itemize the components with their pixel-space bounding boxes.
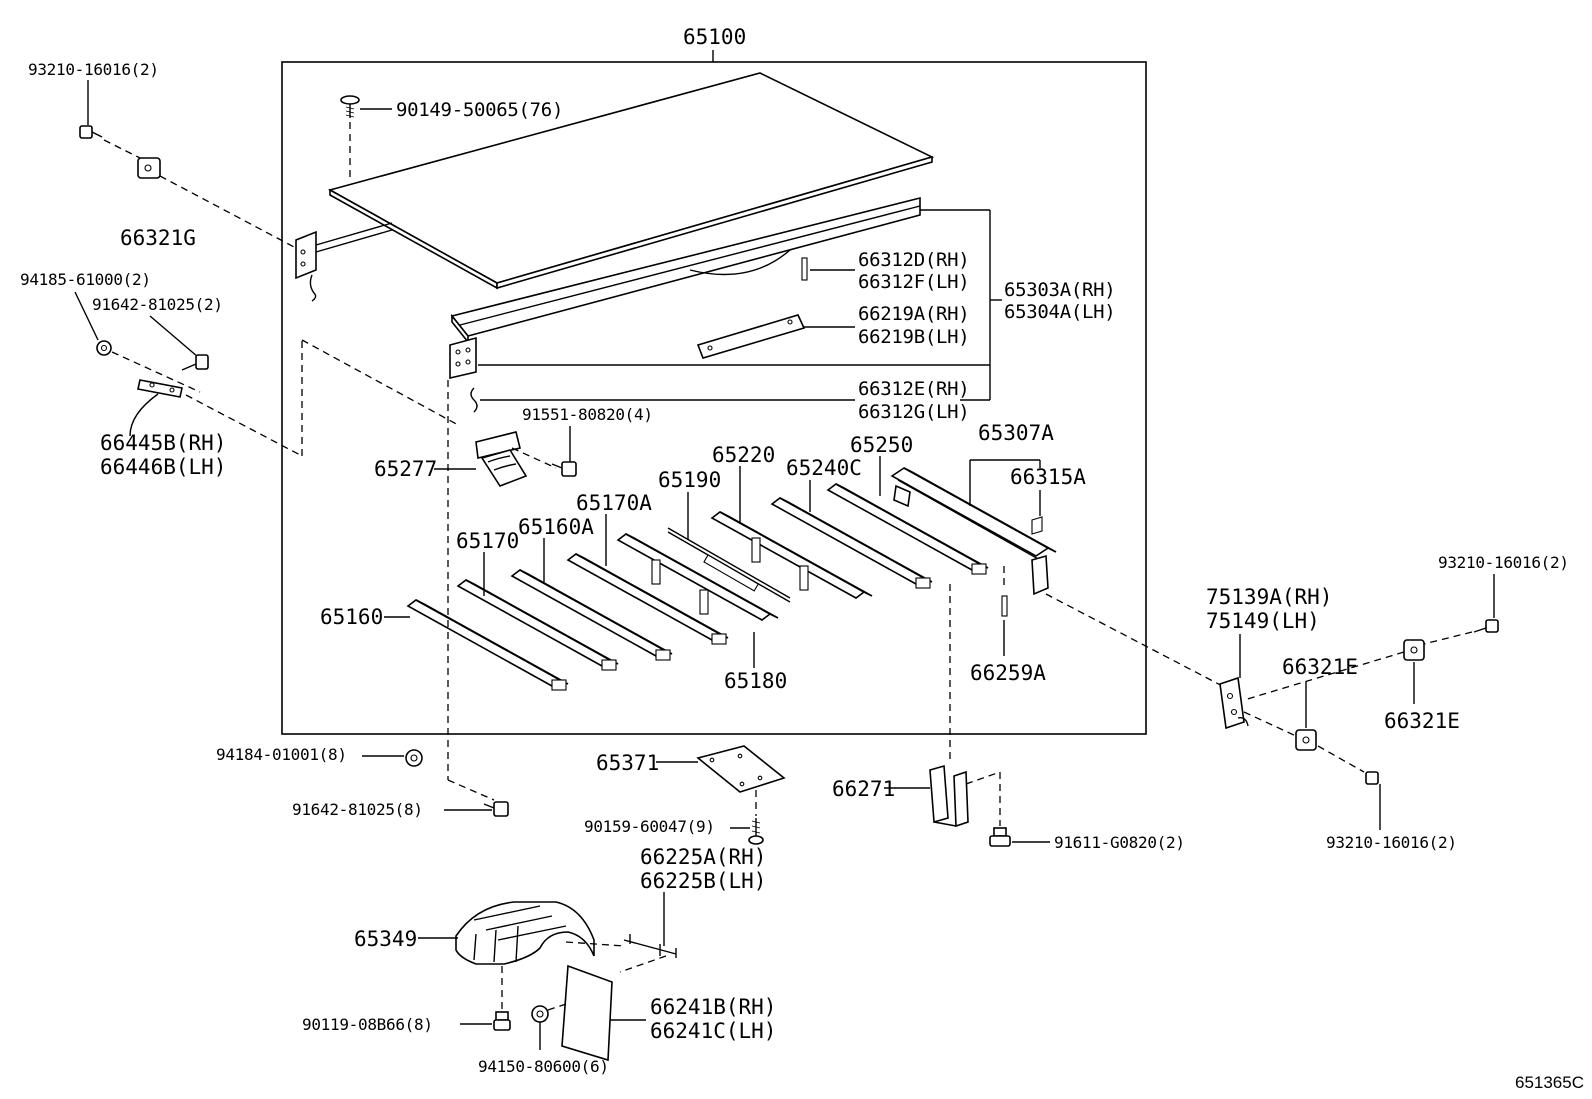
label-91551: 91551-80820(4) (522, 405, 653, 424)
label-66312D: 66312D(RH) (858, 249, 969, 271)
label-90149: 90149-50065(76) (396, 99, 563, 121)
bracket-66225A (623, 934, 677, 958)
bracket-65277 (475, 431, 528, 487)
label-66259A: 66259A (970, 661, 1046, 685)
label-66219A: 66219A(RH) (858, 303, 969, 325)
beam-65220 (710, 511, 873, 599)
assembly-label: 65100 (683, 25, 746, 49)
label-65349: 65349 (354, 927, 417, 951)
label-66321E-right: 66321E (1384, 709, 1460, 733)
mudflap-66241B (561, 964, 613, 1062)
clip-66321E-center-icon (1295, 729, 1317, 751)
label-90159: 90159-60047(9) (584, 817, 715, 836)
label-65240C: 65240C (786, 456, 862, 480)
label-65304A: 65304A(LH) (1004, 301, 1115, 323)
brace-66219A (696, 314, 806, 359)
label-65371: 65371 (596, 751, 659, 775)
mudguard-65349 (455, 901, 595, 965)
beam-65160A (510, 569, 673, 661)
label-65250: 65250 (850, 433, 913, 457)
label-66312F: 66312F(LH) (858, 271, 969, 293)
label-94185: 94185-61000(2) (20, 270, 151, 289)
label-75149: 75149(LH) (1206, 609, 1320, 633)
beam-65160 (406, 599, 569, 691)
bolt-91642-lower-icon (483, 801, 509, 817)
label-65303A: 65303A(RH) (1004, 279, 1115, 301)
nut-94184-icon (405, 749, 423, 767)
bolt-91611-icon (989, 827, 1011, 847)
left-hinge-bracket (295, 222, 393, 302)
label-93210-top-left: 93210-16016(2) (28, 60, 159, 79)
label-66271: 66271 (832, 777, 895, 801)
label-65307A: 65307A (978, 421, 1054, 445)
plate-65371 (696, 745, 786, 793)
bolt-93210-right-upper-icon (1473, 619, 1499, 633)
beam-65250 (826, 483, 989, 575)
label-65190: 65190 (658, 468, 721, 492)
clip-66321E-right-icon (1403, 639, 1425, 661)
label-90119: 90119-08B66(8) (302, 1015, 433, 1034)
bracket-66445B-icon (137, 379, 183, 398)
nut-94185-icon (96, 340, 112, 356)
pin-66312E (470, 387, 478, 413)
assembly-frame (281, 61, 1147, 735)
label-93210-right-upper: 93210-16016(2) (1438, 553, 1569, 572)
pin-66315A (1031, 516, 1043, 535)
label-66241B: 66241B(RH) (650, 995, 776, 1019)
label-94150: 94150-80600(6) (478, 1057, 609, 1076)
label-91642-upper: 91642-81025(2) (92, 295, 223, 314)
label-66321E-center: 66321E (1282, 655, 1358, 679)
deck-board (327, 72, 935, 290)
label-66225A: 66225A(RH) (640, 845, 766, 869)
beam-65170A (566, 553, 729, 645)
label-66225B: 66225B(LH) (640, 869, 766, 893)
handle-66271 (929, 764, 969, 828)
beam-65180 (616, 533, 779, 621)
label-66321G: 66321G (120, 226, 196, 250)
rail-end-plate (449, 336, 477, 380)
label-65220: 65220 (712, 443, 775, 467)
bolt-93210-top-left-icon (79, 125, 103, 139)
label-93210-right-lower: 93210-16016(2) (1326, 833, 1457, 852)
label-65277: 65277 (374, 457, 437, 481)
label-65170A: 65170A (576, 491, 652, 515)
bolt-90119-icon (493, 1011, 511, 1031)
pin-66259A (1001, 595, 1008, 617)
label-66312G: 66312G(LH) (858, 401, 969, 423)
label-91642-lower: 91642-81025(8) (292, 800, 423, 819)
clip-66321G-icon (137, 157, 161, 179)
beam-65240C (770, 497, 933, 589)
hinge-75139A (1219, 676, 1249, 730)
beam-65307A (890, 467, 1057, 596)
bolt-91551-icon (551, 461, 577, 477)
label-66315A: 66315A (1010, 465, 1086, 489)
screw-90159-icon (748, 818, 764, 845)
label-66241C: 66241C(LH) (650, 1019, 776, 1043)
label-65180: 65180 (724, 669, 787, 693)
nut-94150-icon (531, 1005, 549, 1023)
label-65170: 65170 (456, 529, 519, 553)
label-66219B: 66219B(LH) (858, 326, 969, 348)
bolt-91642-upper-icon (181, 354, 209, 371)
label-65160A: 65160A (518, 515, 594, 539)
label-66446B: 66446B(LH) (100, 455, 226, 479)
label-94184: 94184-01001(8) (216, 745, 347, 764)
label-66312E: 66312E(RH) (858, 378, 969, 400)
beam-65170 (456, 579, 619, 671)
screw-90149-icon (340, 95, 360, 118)
label-91611: 91611-G0820(2) (1054, 833, 1185, 852)
label-75139A: 75139A(RH) (1206, 585, 1332, 609)
bolt-93210-right-lower-icon (1365, 771, 1379, 785)
pin-66312D (801, 257, 808, 281)
catalog-code: 651365C (1514, 1073, 1584, 1092)
label-65160: 65160 (320, 605, 383, 629)
label-66445B: 66445B(RH) (100, 431, 226, 455)
